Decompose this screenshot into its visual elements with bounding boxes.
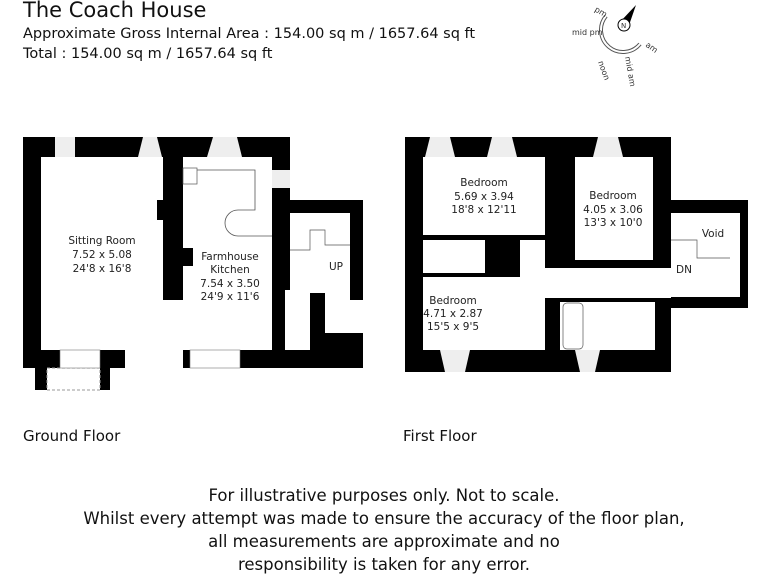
room-name: Bedroom bbox=[429, 295, 477, 307]
compass-mid-am: mid am bbox=[623, 56, 637, 88]
page-title: The Coach House bbox=[23, 0, 207, 22]
gross-area: Approximate Gross Internal Area : 154.00… bbox=[23, 26, 476, 42]
room-name: Sitting Room bbox=[68, 235, 135, 247]
room-imperial: 24'9 x 11'6 bbox=[201, 291, 260, 303]
stairs-down-label: DN bbox=[676, 264, 692, 276]
room-name: Kitchen bbox=[210, 264, 249, 276]
compass-mid-pm: mid pm bbox=[572, 28, 603, 37]
compass-icon: N pm mid pm noon mid am am bbox=[572, 5, 660, 87]
landing bbox=[545, 268, 671, 298]
disclaimer-line: responsibility is taken for any error. bbox=[237, 555, 531, 574]
room-name: Farmhouse bbox=[201, 251, 259, 263]
ensuite bbox=[423, 240, 485, 273]
wc bbox=[285, 290, 310, 350]
stair-hall bbox=[290, 213, 350, 293]
bedroom-2 bbox=[575, 157, 653, 260]
void bbox=[671, 213, 740, 297]
compass-am: am bbox=[644, 40, 660, 55]
bedroom-1 bbox=[423, 157, 545, 235]
disclaimer-line: Whilst every attempt was made to ensure … bbox=[83, 509, 685, 528]
room-imperial: 24'8 x 16'8 bbox=[73, 263, 132, 275]
room-imperial: 18'8 x 12'11 bbox=[451, 204, 516, 216]
disclaimer-line: For illustrative purposes only. Not to s… bbox=[208, 486, 560, 505]
north-label: N bbox=[621, 22, 626, 30]
stairs-up-label: UP bbox=[329, 261, 343, 273]
bedroom-3 bbox=[423, 277, 545, 350]
room-metric: 7.54 x 3.50 bbox=[200, 278, 260, 290]
room-name: Bedroom bbox=[460, 177, 508, 189]
ground-floor-label: Ground Floor bbox=[23, 427, 121, 445]
compass-noon: noon bbox=[596, 60, 611, 82]
first-floor-plan: Bedroom 5.69 x 3.94 18'8 x 12'11 Bedroom… bbox=[405, 137, 748, 372]
kitchen bbox=[183, 157, 272, 350]
disclaimer-line: all measurements are approximate and no bbox=[208, 532, 560, 551]
room-metric: 7.52 x 5.08 bbox=[72, 249, 132, 261]
ground-floor-plan: Sitting Room 7.52 x 5.08 24'8 x 16'8 Far… bbox=[23, 137, 363, 391]
room-metric: 4.71 x 2.87 bbox=[423, 308, 483, 320]
disclaimer: For illustrative purposes only. Not to s… bbox=[0, 484, 768, 576]
room-imperial: 13'3 x 10'0 bbox=[584, 217, 643, 229]
void-label: Void bbox=[702, 228, 724, 240]
total-area: Total : 154.00 sq m / 1657.64 sq ft bbox=[23, 46, 273, 62]
first-floor-label: First Floor bbox=[403, 427, 477, 445]
room-name: Bedroom bbox=[589, 190, 637, 202]
room-imperial: 15'5 x 9'5 bbox=[427, 321, 479, 333]
room-metric: 5.69 x 3.94 bbox=[454, 191, 514, 203]
room-metric: 4.05 x 3.06 bbox=[583, 204, 643, 216]
